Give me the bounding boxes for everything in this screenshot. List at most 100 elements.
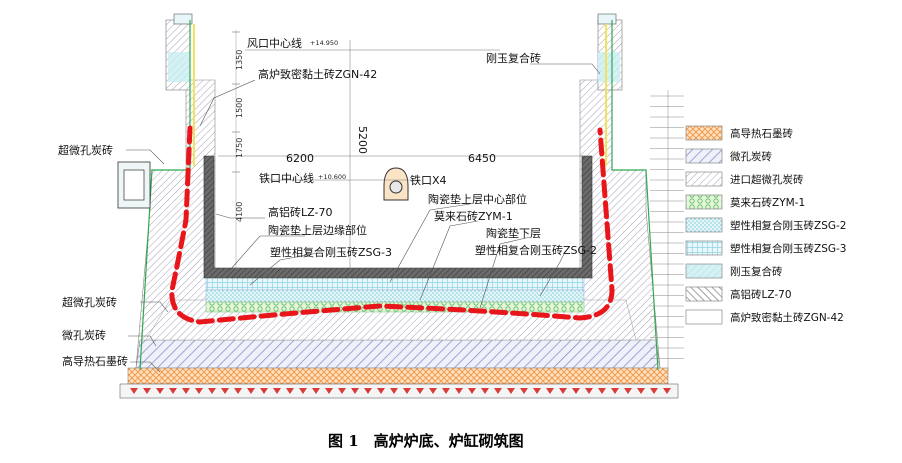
base-marker [637, 388, 645, 394]
legend-label-6: 刚玉复合砖 [730, 265, 783, 278]
base-marker [260, 388, 268, 394]
base-marker [624, 388, 632, 394]
base-marker [559, 388, 567, 394]
label-taphole-elev: +10.600 [318, 173, 346, 181]
label-zsg3: 塑性相复合刚玉砖ZSG-3 [270, 245, 392, 259]
dim-left-3: 1750 [235, 138, 244, 158]
legend-swatch-5 [685, 240, 723, 256]
base-marker [442, 388, 450, 394]
label-tuyere-elev: +14.950 [310, 39, 338, 47]
base-marker [416, 388, 424, 394]
dimension-lines [218, 30, 586, 270]
base-marker [494, 388, 502, 394]
label-corundum-composite: 刚玉复合砖 [486, 51, 541, 65]
label-mullite: 莫来石砖ZYM-1 [434, 209, 513, 223]
base-marker [156, 388, 164, 394]
label-zsg2: 塑性相复合刚玉砖ZSG-2 [475, 243, 597, 257]
label-height: 5200 [356, 126, 369, 154]
label-taphole-centerline: 铁口中心线 [259, 171, 314, 185]
legend-swatch-4 [685, 217, 723, 233]
base-marker [130, 388, 138, 394]
left-top-cap [173, 13, 193, 25]
base-marker [455, 388, 463, 394]
base-marker [182, 388, 190, 394]
base-marker [390, 388, 398, 394]
base-marker [247, 388, 255, 394]
legend-swatch-7 [685, 286, 723, 302]
base-marker [286, 388, 294, 394]
label-ceramic-upper-center: 陶瓷垫上层中心部位 [428, 192, 527, 206]
right-corundum-band [598, 52, 620, 82]
base-marker [364, 388, 372, 394]
base-marker [234, 388, 242, 394]
base-marker [585, 388, 593, 394]
base-marker [507, 388, 515, 394]
base-marker [650, 388, 658, 394]
base-marker [481, 388, 489, 394]
legend-label-8: 高炉致密黏土砖ZGN-42 [730, 311, 844, 324]
legend-label-4: 塑性相复合刚玉砖ZSG-2 [730, 219, 846, 232]
legend-swatch-0 [685, 125, 723, 141]
label-super-micro-carbon-low: 超微孔炭砖 [62, 295, 117, 309]
legend-label-2: 进口超微孔炭砖 [730, 173, 804, 186]
base-marker [273, 388, 281, 394]
label-ceramic-lower: 陶瓷垫下层 [486, 226, 541, 240]
ceramic-zsg2 [205, 289, 585, 303]
base-marker [169, 388, 177, 394]
base-marker [403, 388, 411, 394]
legend-label-0: 高导热石墨砖 [730, 127, 793, 140]
legend-swatch-3 [685, 194, 723, 210]
legend-swatch-6 [685, 263, 723, 279]
base-marker [520, 388, 528, 394]
base-marker [143, 388, 151, 394]
label-taphole: 铁口X4 [410, 174, 447, 187]
right-dimension-ladder [650, 90, 684, 370]
base-markers [130, 388, 671, 394]
base-marker [611, 388, 619, 394]
base-marker [221, 388, 229, 394]
furnace-body [117, 13, 679, 399]
furnace-base [119, 383, 679, 399]
legend-label-5: 塑性相复合刚玉砖ZSG-3 [730, 242, 846, 255]
erosion-line [169, 125, 615, 325]
legend-label-7: 高铝砖LZ-70 [730, 288, 792, 301]
label-high-alumina: 高铝砖LZ-70 [268, 205, 332, 219]
dim-left-4: 4100 [235, 202, 244, 222]
leader-lines [126, 63, 601, 373]
left-corundum-band [168, 52, 190, 82]
base-marker [208, 388, 216, 394]
right-top-cap [597, 13, 617, 25]
base-marker [572, 388, 580, 394]
base-marker [598, 388, 606, 394]
left-dimension-ladder [232, 31, 240, 269]
right-shell-line [611, 20, 659, 371]
micro-carbon-bottom [135, 339, 661, 369]
base-marker [468, 388, 476, 394]
label-super-micro-carbon-left: 超微孔炭砖 [58, 143, 113, 157]
legend-label-1: 微孔炭砖 [730, 150, 772, 163]
base-marker [663, 388, 671, 394]
base-marker [195, 388, 203, 394]
left-shell-line [139, 20, 191, 371]
base-marker [299, 388, 307, 394]
base-marker [546, 388, 554, 394]
label-radius-left: 6200 [286, 152, 314, 165]
legend: 高导热石墨砖微孔炭砖进口超微孔炭砖莫来石砖ZYM-1塑性相复合刚玉砖ZSG-2塑… [685, 125, 846, 325]
label-radius-right: 6450 [468, 152, 496, 165]
taphole-icon [383, 167, 409, 201]
label-graphite: 高导热石墨砖 [62, 354, 128, 368]
label-clay-brick: 高炉致密黏土砖ZGN-42 [258, 67, 377, 81]
base-marker [312, 388, 320, 394]
base-marker [351, 388, 359, 394]
legend-swatch-8 [685, 309, 723, 325]
label-ceramic-upper-edge: 陶瓷垫上层边缘部位 [268, 223, 367, 237]
dim-left-2: 1500 [235, 98, 244, 118]
label-micro-carbon: 微孔炭砖 [62, 328, 106, 342]
graphite-layer [127, 367, 669, 385]
label-tuyere-centerline: 风口中心线 [247, 36, 302, 50]
taphole-flange [123, 169, 145, 201]
base-marker [338, 388, 346, 394]
base-marker [533, 388, 541, 394]
